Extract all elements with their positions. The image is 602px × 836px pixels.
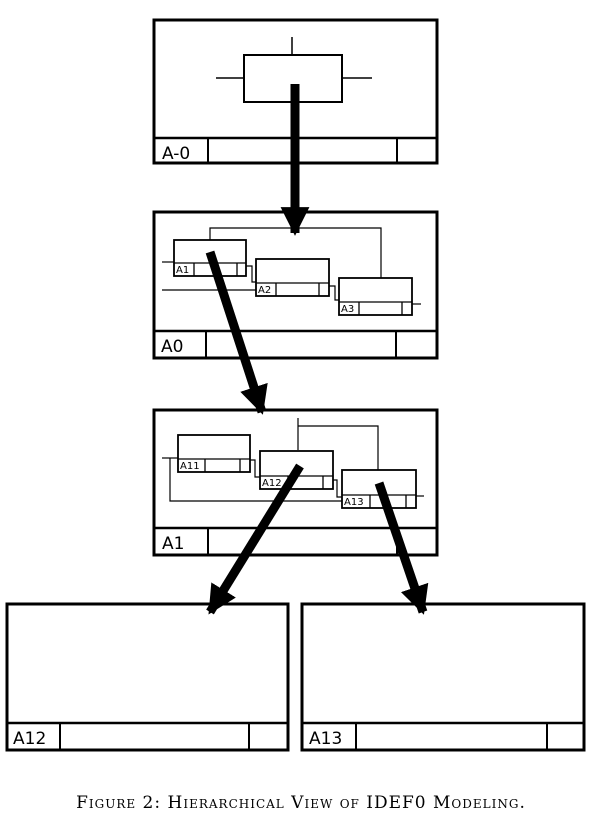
box-label-a12: A12 [262, 478, 282, 489]
frame-a12: A12 [5, 602, 290, 752]
arrow-a13-to-a13-frame [374, 481, 429, 615]
frame-label-a0: A0 [161, 337, 183, 357]
box-label-a2: A2 [258, 285, 271, 296]
frame-a13: A13 [300, 602, 586, 752]
figure-caption: Figure 2: Hierarchical View of IDEF0 Mod… [76, 793, 526, 813]
arrow-a12-to-a12-frame [206, 463, 304, 615]
frame-label-a12: A12 [13, 729, 46, 749]
frame-a0: A0 A1 A2 A3 [152, 210, 439, 360]
decomposition-arrows [205, 84, 429, 615]
frame-label-a-minus-0: A-0 [162, 144, 190, 164]
arrow-a1-to-a1-frame [205, 250, 268, 415]
frame-label-a13: A13 [309, 729, 342, 749]
activity-box-a2: A2 [255, 258, 330, 297]
box-label-a11: A11 [180, 461, 200, 472]
frame-a1: A1 A11 A12 A13 [152, 408, 439, 557]
frame-label-a1: A1 [162, 534, 184, 554]
box-label-a3: A3 [341, 304, 354, 315]
activity-box-a12: A12 [259, 450, 334, 490]
box-label-a1: A1 [176, 265, 189, 276]
box-label-a13: A13 [344, 497, 364, 508]
activity-box-a1: A1 [173, 239, 247, 277]
activity-box-a3: A3 [338, 277, 413, 316]
activity-box-a11: A11 [177, 434, 251, 473]
